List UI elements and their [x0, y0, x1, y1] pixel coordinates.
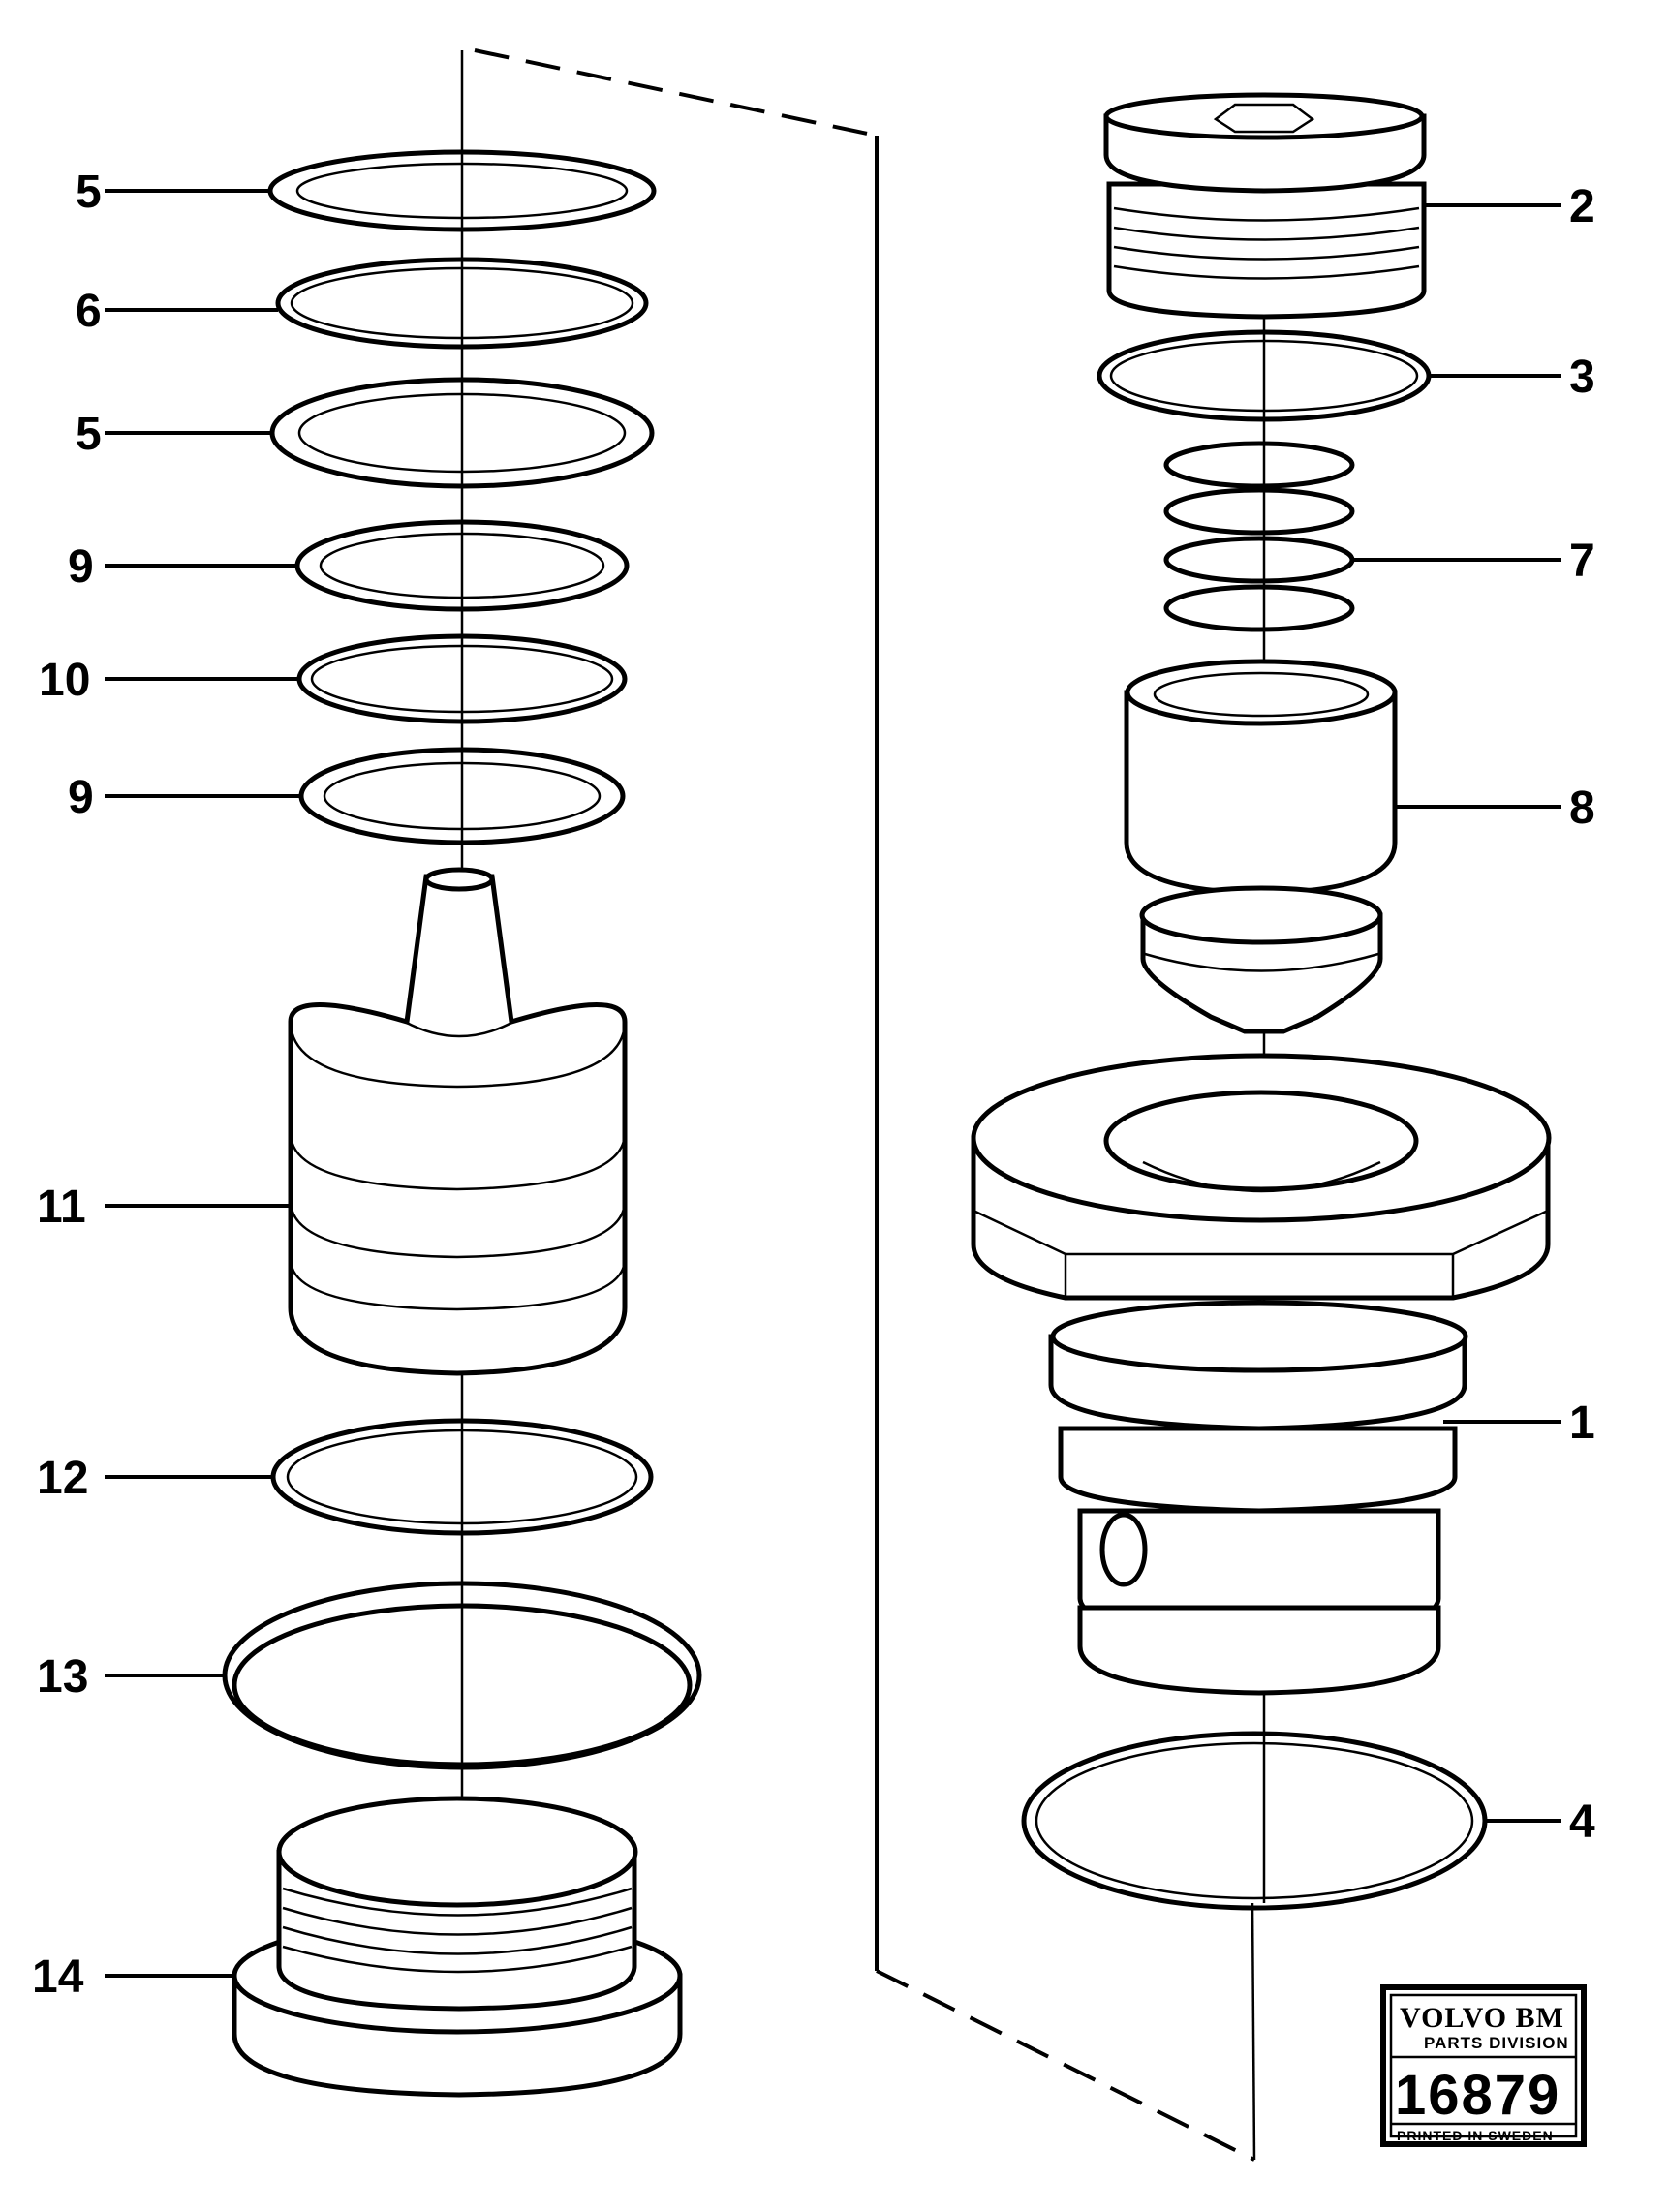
label-10: 10: [39, 655, 90, 706]
part-6-ring: [275, 257, 649, 350]
label-14: 14: [32, 1951, 84, 2003]
volvo-bm-stamp: VOLVO BM PARTS DIVISION 16879 PRINTED IN…: [1380, 1984, 1587, 2147]
label-7: 7: [1569, 536, 1595, 587]
label-1: 1: [1569, 1398, 1595, 1449]
part-4-ring: [1021, 1731, 1488, 1911]
label-3: 3: [1569, 352, 1595, 403]
part-2-plug-screw: [1103, 92, 1427, 320]
label-4: 4: [1569, 1797, 1595, 1848]
stamp-division: PARTS DIVISION: [1424, 2034, 1569, 2052]
part-8-valve: [1124, 659, 1398, 1034]
label-13: 13: [37, 1651, 88, 1703]
stamp-brand: VOLVO BM: [1400, 2002, 1564, 2034]
part-7-spring: [1163, 441, 1355, 632]
part-14-plug: [232, 1796, 683, 2098]
stamp-printed: PRINTED IN SWEDEN: [1397, 2128, 1554, 2143]
label-9-top: 9: [68, 541, 94, 593]
label-2: 2: [1569, 181, 1595, 232]
right-assembly: [971, 92, 1561, 2161]
dashed-frame: [474, 48, 1255, 2162]
label-5-top: 5: [76, 167, 102, 218]
label-11: 11: [37, 1182, 86, 1233]
label-9: 9: [68, 772, 94, 823]
label-8: 8: [1569, 783, 1595, 834]
part-11-piston: [288, 867, 628, 1376]
label-6: 6: [76, 286, 102, 337]
left-assembly: [105, 50, 702, 2098]
label-5: 5: [76, 409, 102, 460]
part-1-body: [971, 1053, 1552, 1696]
stamp-number: 16879: [1395, 2064, 1560, 2127]
label-12: 12: [37, 1453, 88, 1504]
